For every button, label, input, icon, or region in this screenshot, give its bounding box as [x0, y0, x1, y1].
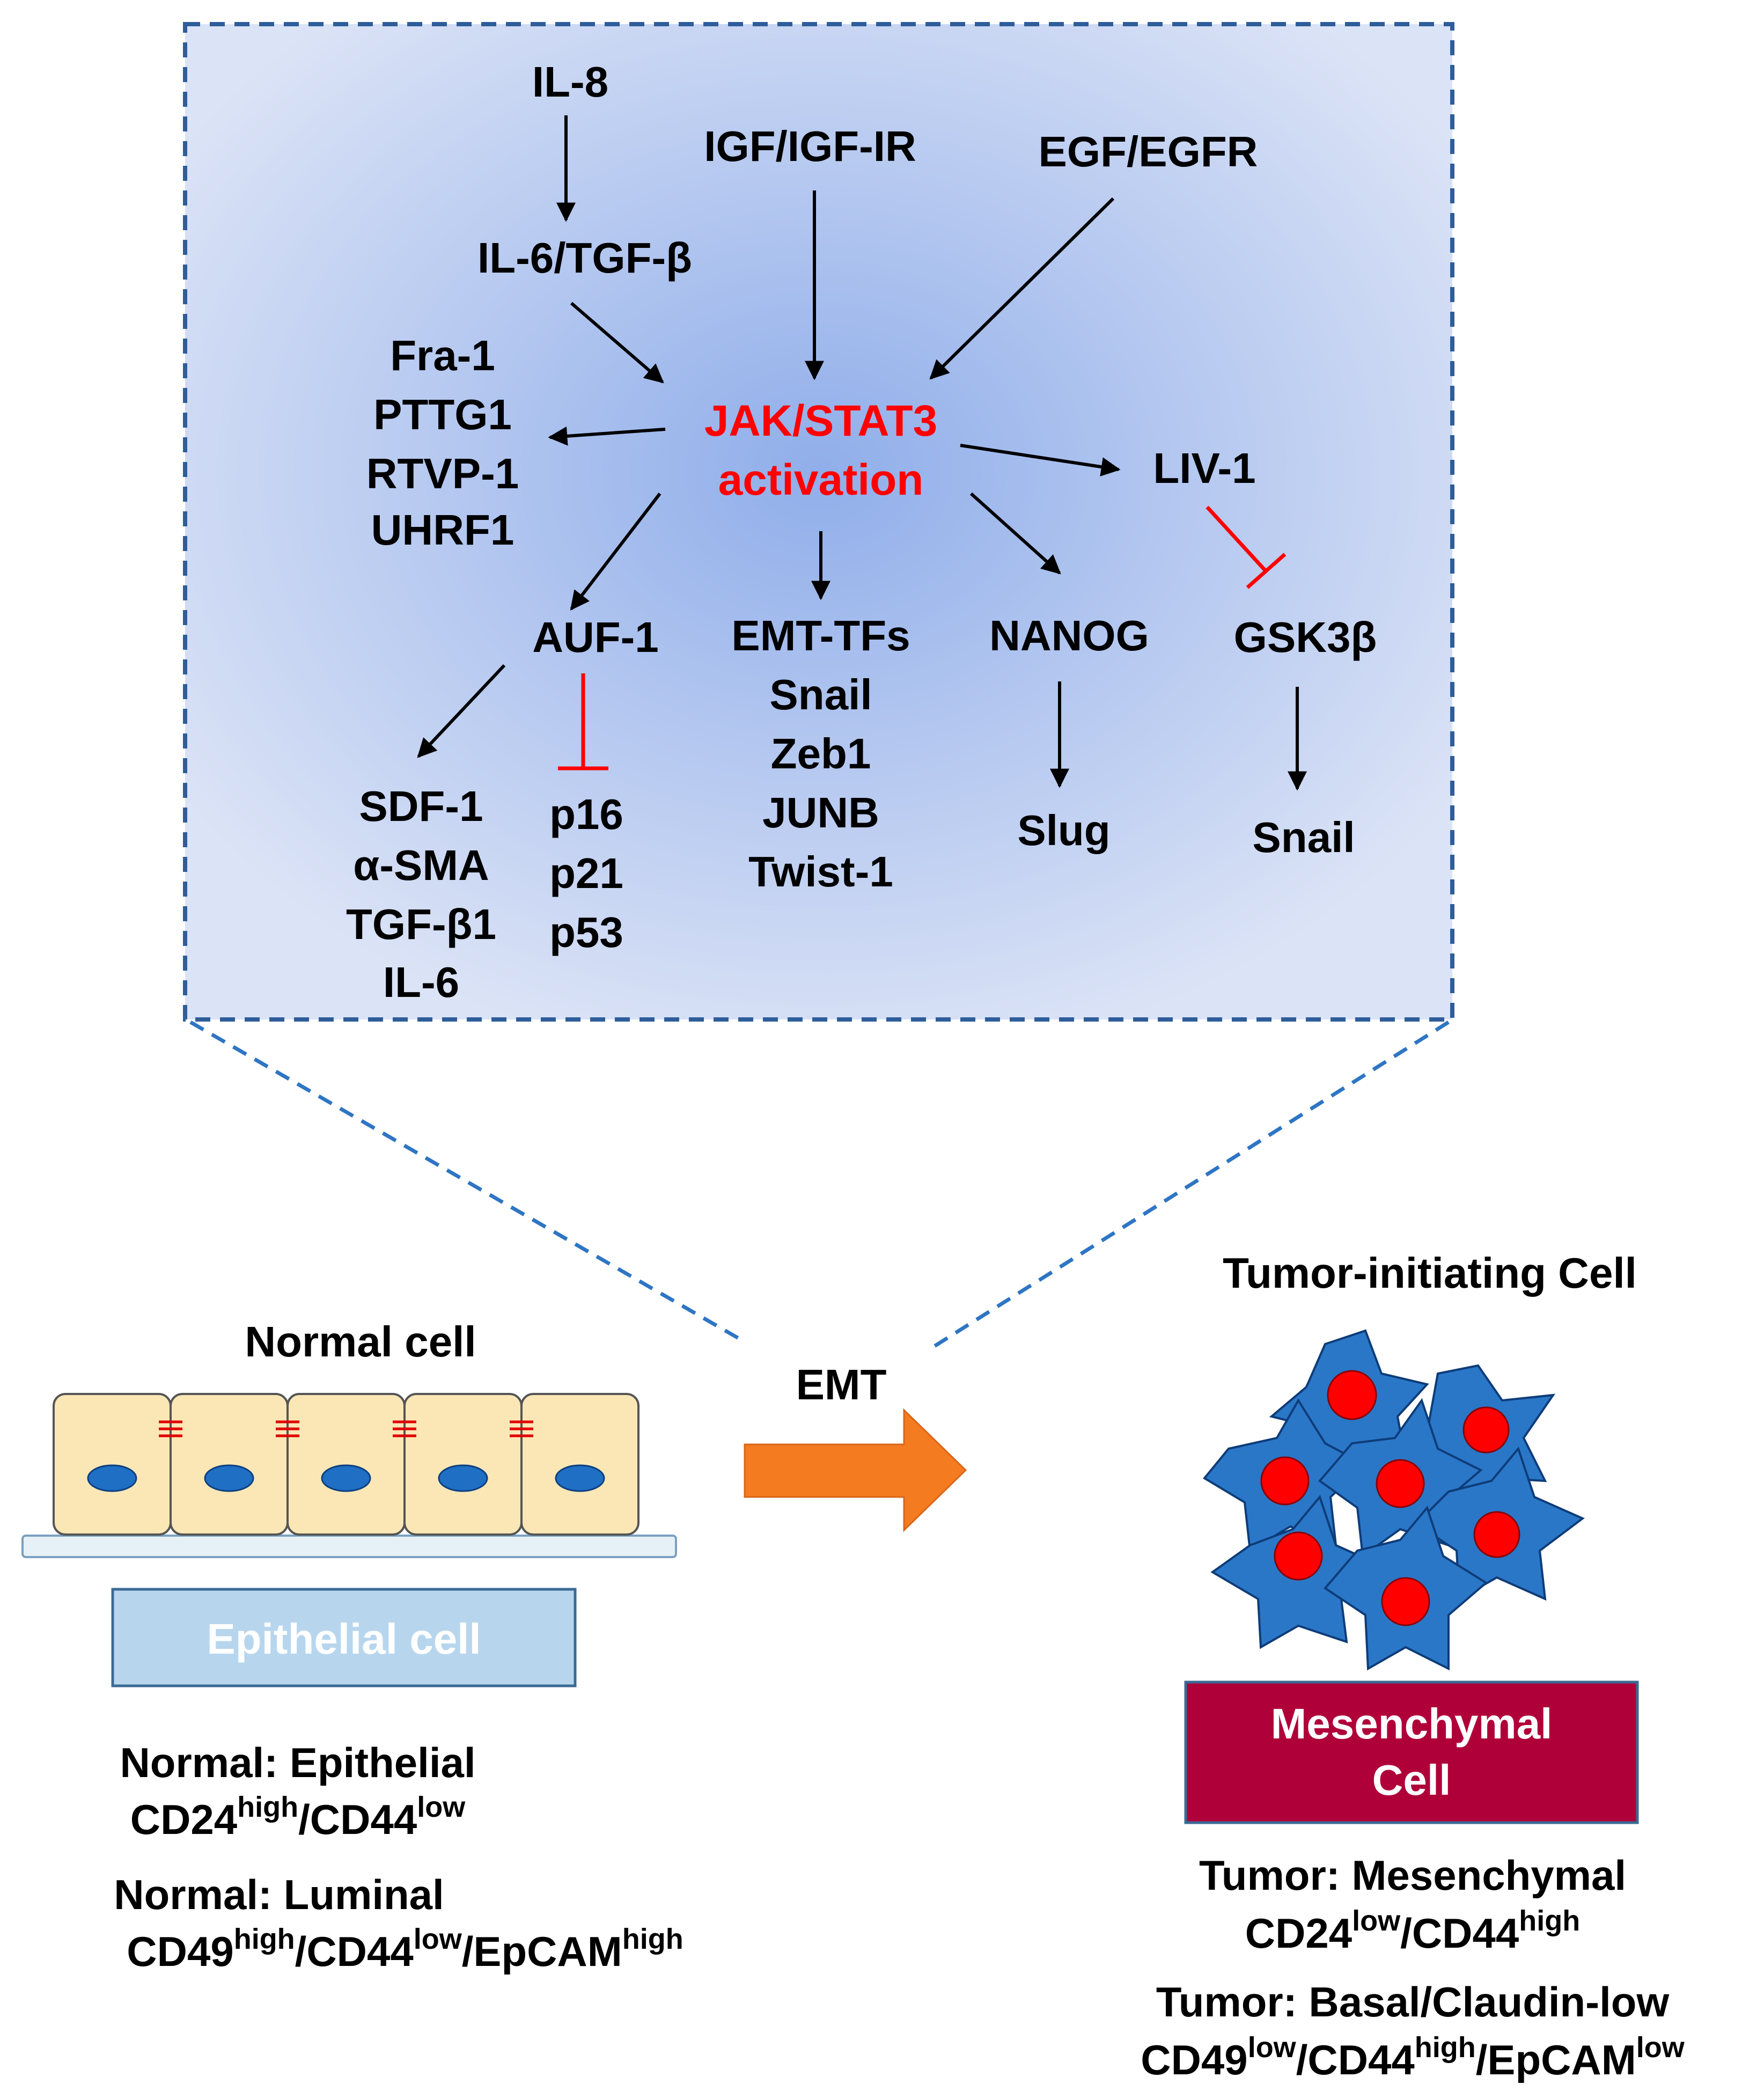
normal-epithelial-markers: Normal: Epithelial CD24high/CD44low — [120, 1739, 475, 1843]
mesenchymal-cell-box: Mesenchymal Cell — [1184, 1680, 1639, 1824]
normal-luminal-markers: Normal: Luminal CD49high/CD44low/EpCAMhi… — [114, 1871, 683, 1975]
epithelial-cell — [170, 1393, 289, 1536]
target-fra1: Fra-1 — [390, 332, 495, 379]
tumor-basal-title: Tumor: Basal/Claudin-low — [1156, 1978, 1670, 2025]
epithelial-cell — [53, 1393, 172, 1536]
node-auf1: AUF-1 — [532, 613, 659, 661]
tumor-mesenchymal-phenotype: CD24low/CD44high — [1245, 1905, 1580, 1957]
epithelial-cell-label: Epithelial cell — [207, 1615, 481, 1663]
node-auf1-inhibited: p16 p21 p53 — [549, 790, 623, 956]
node-gsk3b: GSK3β — [1234, 613, 1377, 661]
node-jak-activation: activation — [718, 456, 924, 504]
epithelial-cell-layer — [21, 1393, 677, 1558]
node-jak-stat3: JAK/STAT3 — [704, 397, 937, 445]
emt-tfs-header: EMT-TFs — [731, 612, 910, 659]
up-il6: IL-6 — [383, 958, 459, 1006]
arrow-jak-to-liv1 — [960, 444, 1121, 476]
epithelial-cell — [520, 1393, 640, 1536]
target-uhrf1: UHRF1 — [371, 506, 514, 554]
inhibit-auf1-p16 — [558, 673, 608, 770]
epithelial-cell — [403, 1393, 523, 1536]
tumor-basal-markers: Tumor: Basal/Claudin-low CD49low/CD44hig… — [1141, 1978, 1685, 2083]
epithelial-cell-box: Epithelial cell — [111, 1588, 577, 1687]
tumor-mesenchymal-markers: Tumor: Mesenchymal CD24low/CD44high — [1199, 1852, 1626, 1957]
emt-tf-twist1: Twist-1 — [748, 848, 893, 896]
node-left-targets: Fra-1 PTTG1 RTVP-1 UHRF1 — [366, 332, 519, 554]
down-p16: p16 — [549, 790, 623, 838]
tumor-mesenchymal-title: Tumor: Mesenchymal — [1199, 1852, 1626, 1899]
normal-cell-title: Normal cell — [245, 1318, 476, 1366]
tight-junction — [393, 1420, 416, 1437]
arrow-jak-to-left-targets — [548, 426, 666, 446]
tumor-nuclei — [1260, 1370, 1520, 1626]
tumor-nucleus — [1260, 1456, 1310, 1506]
arrow-auf1-to-sdf1 — [417, 664, 506, 758]
emt-label: EMT — [796, 1361, 887, 1408]
normal-epithelial-phenotype: CD24high/CD44low — [130, 1791, 466, 1843]
tumor-nucleus — [1462, 1406, 1510, 1454]
inhibit-liv1-gsk3b — [1206, 505, 1287, 589]
arrow-jak-to-auf1 — [570, 493, 662, 611]
node-nanog: NANOG — [989, 612, 1149, 659]
mesenchymal-label-line1: Mesenchymal — [1271, 1700, 1553, 1748]
arrow-egf-to-jak — [929, 197, 1115, 380]
tumor-nucleus — [1473, 1511, 1520, 1558]
tight-junction — [159, 1420, 182, 1437]
tumor-nucleus — [1376, 1459, 1425, 1508]
node-snail-gsk: Snail — [1252, 813, 1355, 861]
up-sdf1: SDF-1 — [359, 782, 483, 830]
tight-junction — [510, 1420, 533, 1437]
emt-tf-snail: Snail — [769, 671, 872, 718]
tumor-nucleus — [1327, 1370, 1377, 1420]
target-rtvp1: RTVP-1 — [366, 450, 519, 497]
node-liv1: LIV-1 — [1153, 444, 1255, 492]
tumor-nucleus — [1381, 1577, 1430, 1626]
zoom-line-right — [932, 1021, 1450, 1348]
panel-background — [183, 22, 1454, 1022]
signaling-panel: IL-8 IL-6/TGF-β IGF/IGF-IR EGF/EGFR JAK/… — [183, 22, 1454, 1022]
target-pttg1: PTTG1 — [373, 391, 512, 438]
tight-junction — [276, 1420, 299, 1437]
epithelial-cell — [286, 1393, 406, 1536]
emt-tf-junb: JUNB — [762, 789, 879, 836]
arrow-il6-to-jak — [570, 302, 664, 384]
normal-luminal-title: Normal: Luminal — [114, 1871, 444, 1918]
node-auf1-upregulated: SDF-1 α-SMA TGF-β1 IL-6 — [346, 782, 496, 1006]
up-tgfb1: TGF-β1 — [346, 900, 496, 948]
node-emt-tfs: EMT-TFs Snail Zeb1 JUNB Twist-1 — [731, 612, 910, 896]
emt-arrow — [744, 1408, 967, 1532]
down-p53: p53 — [549, 908, 623, 956]
node-il6-tgfb: IL-6/TGF-β — [477, 234, 692, 282]
arrow-jak-to-nanog — [969, 492, 1061, 575]
up-alpha-sma: α-SMA — [353, 841, 489, 889]
mesenchymal-label-line2: Cell — [1372, 1756, 1451, 1804]
tumor-nucleus — [1274, 1531, 1323, 1581]
tic-title: Tumor-initiating Cell — [1223, 1249, 1637, 1297]
basement-membrane — [21, 1535, 677, 1558]
node-egf: EGF/EGFR — [1039, 128, 1258, 175]
tumor-basal-phenotype: CD49low/CD44high/EpCAMlow — [1141, 2031, 1685, 2083]
normal-epithelial-title: Normal: Epithelial — [120, 1739, 475, 1786]
node-il8: IL-8 — [532, 58, 608, 106]
zoom-line-left — [189, 1020, 740, 1341]
down-p21: p21 — [549, 849, 623, 897]
node-slug: Slug — [1017, 806, 1110, 854]
normal-luminal-phenotype: CD49high/CD44low/EpCAMhigh — [127, 1923, 683, 1975]
node-igf: IGF/IGF-IR — [704, 122, 916, 170]
emt-tf-zeb1: Zeb1 — [771, 730, 871, 777]
